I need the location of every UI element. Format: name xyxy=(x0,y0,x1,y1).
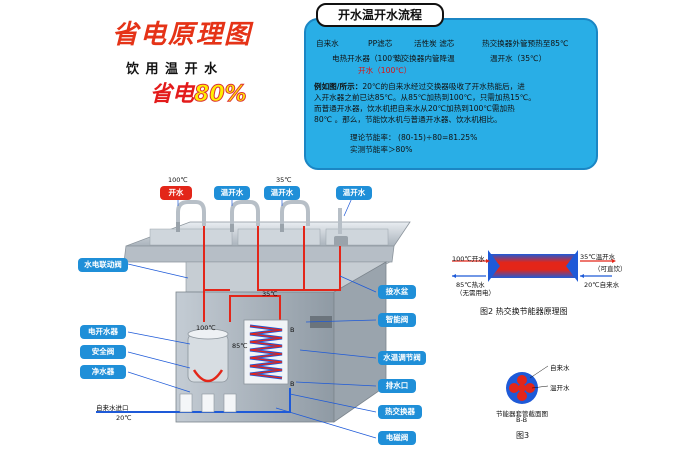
leader-lines xyxy=(127,197,377,439)
tag-linkage-valve: 水电联动阀 xyxy=(78,258,128,272)
example-line-2: 入开水器之前已达85℃。从85℃加热到100℃，只需加热15℃。 xyxy=(314,93,536,102)
fig3-label-tap: 自来水 xyxy=(550,364,570,372)
tag-electric-boiler: 电开水器 xyxy=(80,325,126,339)
tag-drip-tray: 接水盆 xyxy=(378,285,416,299)
marker-b-bottom: B xyxy=(290,380,295,388)
temp-100-label: 100℃ xyxy=(196,324,216,332)
example-block: 例如图/所示：20℃的自来水经过交换器吸收了开水热能后，进 入开水器之前已达85… xyxy=(314,81,590,125)
inlet-label: 自来水进口 xyxy=(96,404,129,412)
tag-safety-valve: 安全阀 xyxy=(80,345,126,359)
tag-warm-water-1: 温开水 xyxy=(214,186,250,200)
temp-boiling-top: 100℃ xyxy=(168,176,188,184)
fig2-warm-out-note: （可直饮） xyxy=(594,265,627,273)
flow-preheat: 热交换器外管预热至85℃ xyxy=(482,39,569,48)
flow-boiling-water: 开水（100℃） xyxy=(358,66,412,75)
fig3-caption-1: 节能器套管截面图 xyxy=(496,410,548,418)
temp-35-label: 35℃ xyxy=(262,290,278,298)
tag-drain-outlet: 排水口 xyxy=(378,379,416,393)
tag-boiling-water: 开水 xyxy=(160,186,192,200)
warm-water-subtitle: 饮 用 温 开 水 xyxy=(126,62,219,77)
tag-temp-adjust-valve: 水温调节阀 xyxy=(378,351,426,365)
savings-slogan: 省电80% xyxy=(150,76,247,108)
hot-pipes xyxy=(203,226,341,322)
counter-top xyxy=(123,221,411,263)
marker-b-top: B xyxy=(290,326,295,334)
tag-warm-water-2: 温开水 xyxy=(264,186,300,200)
inlet-temp: 20℃ xyxy=(116,414,132,422)
example-line-4: 80℃ 。那么，节能饮水机与普通开水器、饮水机相比。 xyxy=(314,115,502,124)
temp-warm-top: 35℃ xyxy=(276,176,292,184)
flow-source: 自来水 xyxy=(316,39,339,48)
theory-label: 理论节能率： xyxy=(350,133,396,142)
heat-exchanger-coil xyxy=(243,319,289,385)
flow-inner-tube: 热交换器内管降温 xyxy=(394,54,455,63)
theory-rate: 理论节能率： (80-15)÷80=81.25% xyxy=(350,132,477,143)
actual-rate: 实测节能率＞80% xyxy=(350,145,413,154)
savings-word: 省电 xyxy=(150,82,195,107)
faucet-warm-3 xyxy=(334,208,348,246)
example-line-1: 20℃的自来水经过交换器吸收了开水热能后，进 xyxy=(362,82,525,91)
process-panel xyxy=(304,18,598,170)
temp-85-label: 85℃ xyxy=(232,342,248,350)
fig3-caption: 图3 xyxy=(516,431,530,440)
fig2-warm-out: 35℃温开水 xyxy=(580,253,616,261)
faucet-warm-1 xyxy=(230,200,260,232)
savings-percent: 80% xyxy=(194,82,248,108)
fig3-caption-2: B-B xyxy=(516,416,528,424)
example-label: 例如图/所示： xyxy=(314,82,363,91)
tag-warm-water-3: 温开水 xyxy=(336,186,372,200)
process-heading: 开水温开水流程 xyxy=(316,3,444,27)
fig3-label-warm: 温开水 xyxy=(550,384,570,392)
fig2-tap-in: 20℃自来水 xyxy=(584,281,620,289)
example-line-3: 而普通开水器，饮水机把自来水从20℃加热到100℃需加热 xyxy=(314,104,515,113)
fig3-cross-section xyxy=(506,365,549,404)
tag-smart-valve: 智能阀 xyxy=(378,313,416,327)
tag-heat-exchanger: 热交换器 xyxy=(378,405,422,419)
faucet-boiling xyxy=(176,200,206,232)
fig2-tube xyxy=(452,250,616,282)
electric-boiler xyxy=(187,328,229,383)
tag-solenoid-valve: 电磁阀 xyxy=(378,431,416,445)
flow-boiler: 电热开水器（100℃） xyxy=(332,54,409,63)
fig2-hot-out-note: （无需用电） xyxy=(456,289,495,297)
page-title: 省电原理图 xyxy=(112,20,253,50)
flow-warm-water: 温开水（35℃） xyxy=(490,54,547,63)
flow-carbon-filter: 活性炭 滤芯 xyxy=(414,39,455,48)
fig2-hot-out: 85℃热水 xyxy=(456,281,485,289)
fig2-caption: 图2 热交换节能器原理图 xyxy=(480,307,568,316)
tag-water-purifier: 净水器 xyxy=(80,365,126,379)
fig2-boiling-in: 100℃开水 xyxy=(452,255,485,263)
theory-value: (80-15)÷80=81.25% xyxy=(397,133,478,142)
filters xyxy=(179,393,237,413)
faucet-warm-2 xyxy=(280,200,310,232)
flow-pp-filter: PP滤芯 xyxy=(368,39,393,48)
